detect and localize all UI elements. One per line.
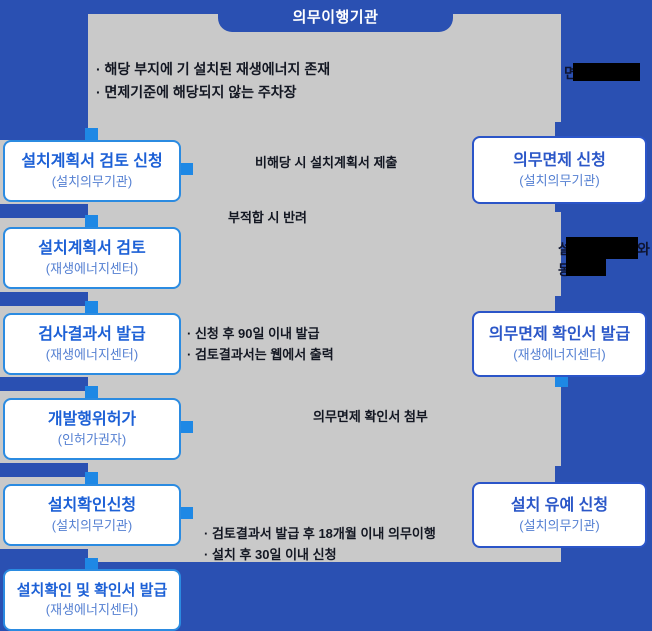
- box-subtitle: (재생에너지센터): [513, 346, 606, 362]
- redaction-bar-top: [573, 63, 640, 81]
- right-stub-4: [555, 466, 568, 482]
- connector-square-out-5: [181, 507, 193, 519]
- connector-square-2: [85, 215, 98, 228]
- connector-square-4: [85, 386, 98, 399]
- note-deadline-bullet-2: · 설치 후 30일 이내 신청: [204, 547, 337, 562]
- diagram-title: 의무이행기관: [292, 8, 379, 26]
- note-attach: 의무면제 확인서 첨부: [313, 409, 428, 424]
- connector-square-right: [555, 374, 568, 387]
- right-stub-1: [555, 122, 568, 138]
- connector-band-1: [0, 204, 88, 218]
- flow-box-development-permit: 개발행위허가 (인허가권자): [3, 398, 181, 460]
- connector-band-2: [0, 292, 88, 306]
- flow-box-install-confirm-issue: 설치확인 및 확인서 발급 (재생에너지센터): [3, 569, 181, 631]
- connector-square-6: [85, 558, 98, 571]
- redaction-bar-mid-2: [566, 259, 606, 276]
- connector-band-3: [0, 377, 88, 391]
- note-issue-bullet-1: · 신청 후 90일 이내 발급: [187, 326, 320, 341]
- box-title: 설치 유예 신청: [510, 496, 609, 514]
- connector-square-out-4: [181, 421, 193, 433]
- box-subtitle: (설치의무기관): [51, 517, 133, 533]
- box-title: 의무면제 신청: [513, 151, 606, 169]
- flow-box-exemption-confirm-issue: 의무면제 확인서 발급 (재생에너지센터): [472, 311, 647, 377]
- flow-box-result-issue: 검사결과서 발급 (재생에너지센터): [3, 313, 181, 375]
- note-site-bullet-1: · 해당 부지에 기 설치된 재생에너지 존재: [96, 61, 331, 77]
- left-frame-block: [0, 14, 88, 140]
- connector-band-4: [0, 463, 88, 477]
- box-subtitle: (설치의무기관): [519, 517, 600, 533]
- box-subtitle: (재생에너지센터): [45, 602, 139, 618]
- connector-square-out-1: [181, 163, 193, 175]
- box-title: 설치계획서 검토 신청: [21, 152, 163, 170]
- diagram-title-tab: 의무이행기관: [218, 0, 453, 32]
- redaction-bar-mid-1: [566, 237, 638, 259]
- note-reject: 부적합 시 반려: [228, 210, 307, 225]
- flow-box-install-confirm-request: 설치확인신청 (설치의무기관): [3, 484, 181, 546]
- box-subtitle: (재생에너지센터): [45, 346, 139, 362]
- box-title: 개발행위허가: [47, 410, 137, 428]
- box-subtitle: (설치의무기관): [51, 173, 133, 189]
- flow-box-plan-review: 설치계획서 검토 (재생에너지센터): [3, 227, 181, 289]
- connector-square-1: [85, 128, 98, 141]
- connector-band-5: [0, 549, 88, 562]
- note-issue-bullet-2: · 검토결과서는 웹에서 출력: [187, 347, 334, 362]
- box-subtitle: (재생에너지센터): [45, 260, 139, 276]
- note-site-bullet-2: · 면제기준에 해당되지 않는 주차장: [96, 84, 297, 100]
- box-subtitle: (인허가권자): [57, 431, 127, 447]
- box-title: 설치확인 및 확인서 발급: [16, 581, 168, 599]
- right-stub-3: [555, 296, 568, 312]
- box-subtitle: (설치의무기관): [519, 172, 600, 188]
- box-title: 설치계획서 검토: [38, 239, 146, 257]
- note-submit: 비해당 시 설치계획서 제출: [255, 155, 398, 170]
- box-title: 의무면제 확인서 발급: [488, 325, 631, 343]
- box-title: 설치확인신청: [47, 496, 137, 514]
- box-title: 검사결과서 발급: [38, 325, 146, 343]
- flow-box-install-deferral-request: 설치 유예 신청 (설치의무기관): [472, 482, 647, 548]
- note-deadline-bullet-1: · 검토결과서 발급 후 18개월 이내 의무이행: [204, 526, 436, 541]
- flow-box-plan-review-request: 설치계획서 검토 신청 (설치의무기관): [3, 140, 181, 202]
- redacted-text-fragment-mid-suffix: 와: [637, 241, 650, 257]
- flow-box-exemption-request: 의무면제 신청 (설치의무기관): [472, 136, 647, 204]
- connector-square-3: [85, 301, 98, 314]
- connector-square-5: [85, 472, 98, 485]
